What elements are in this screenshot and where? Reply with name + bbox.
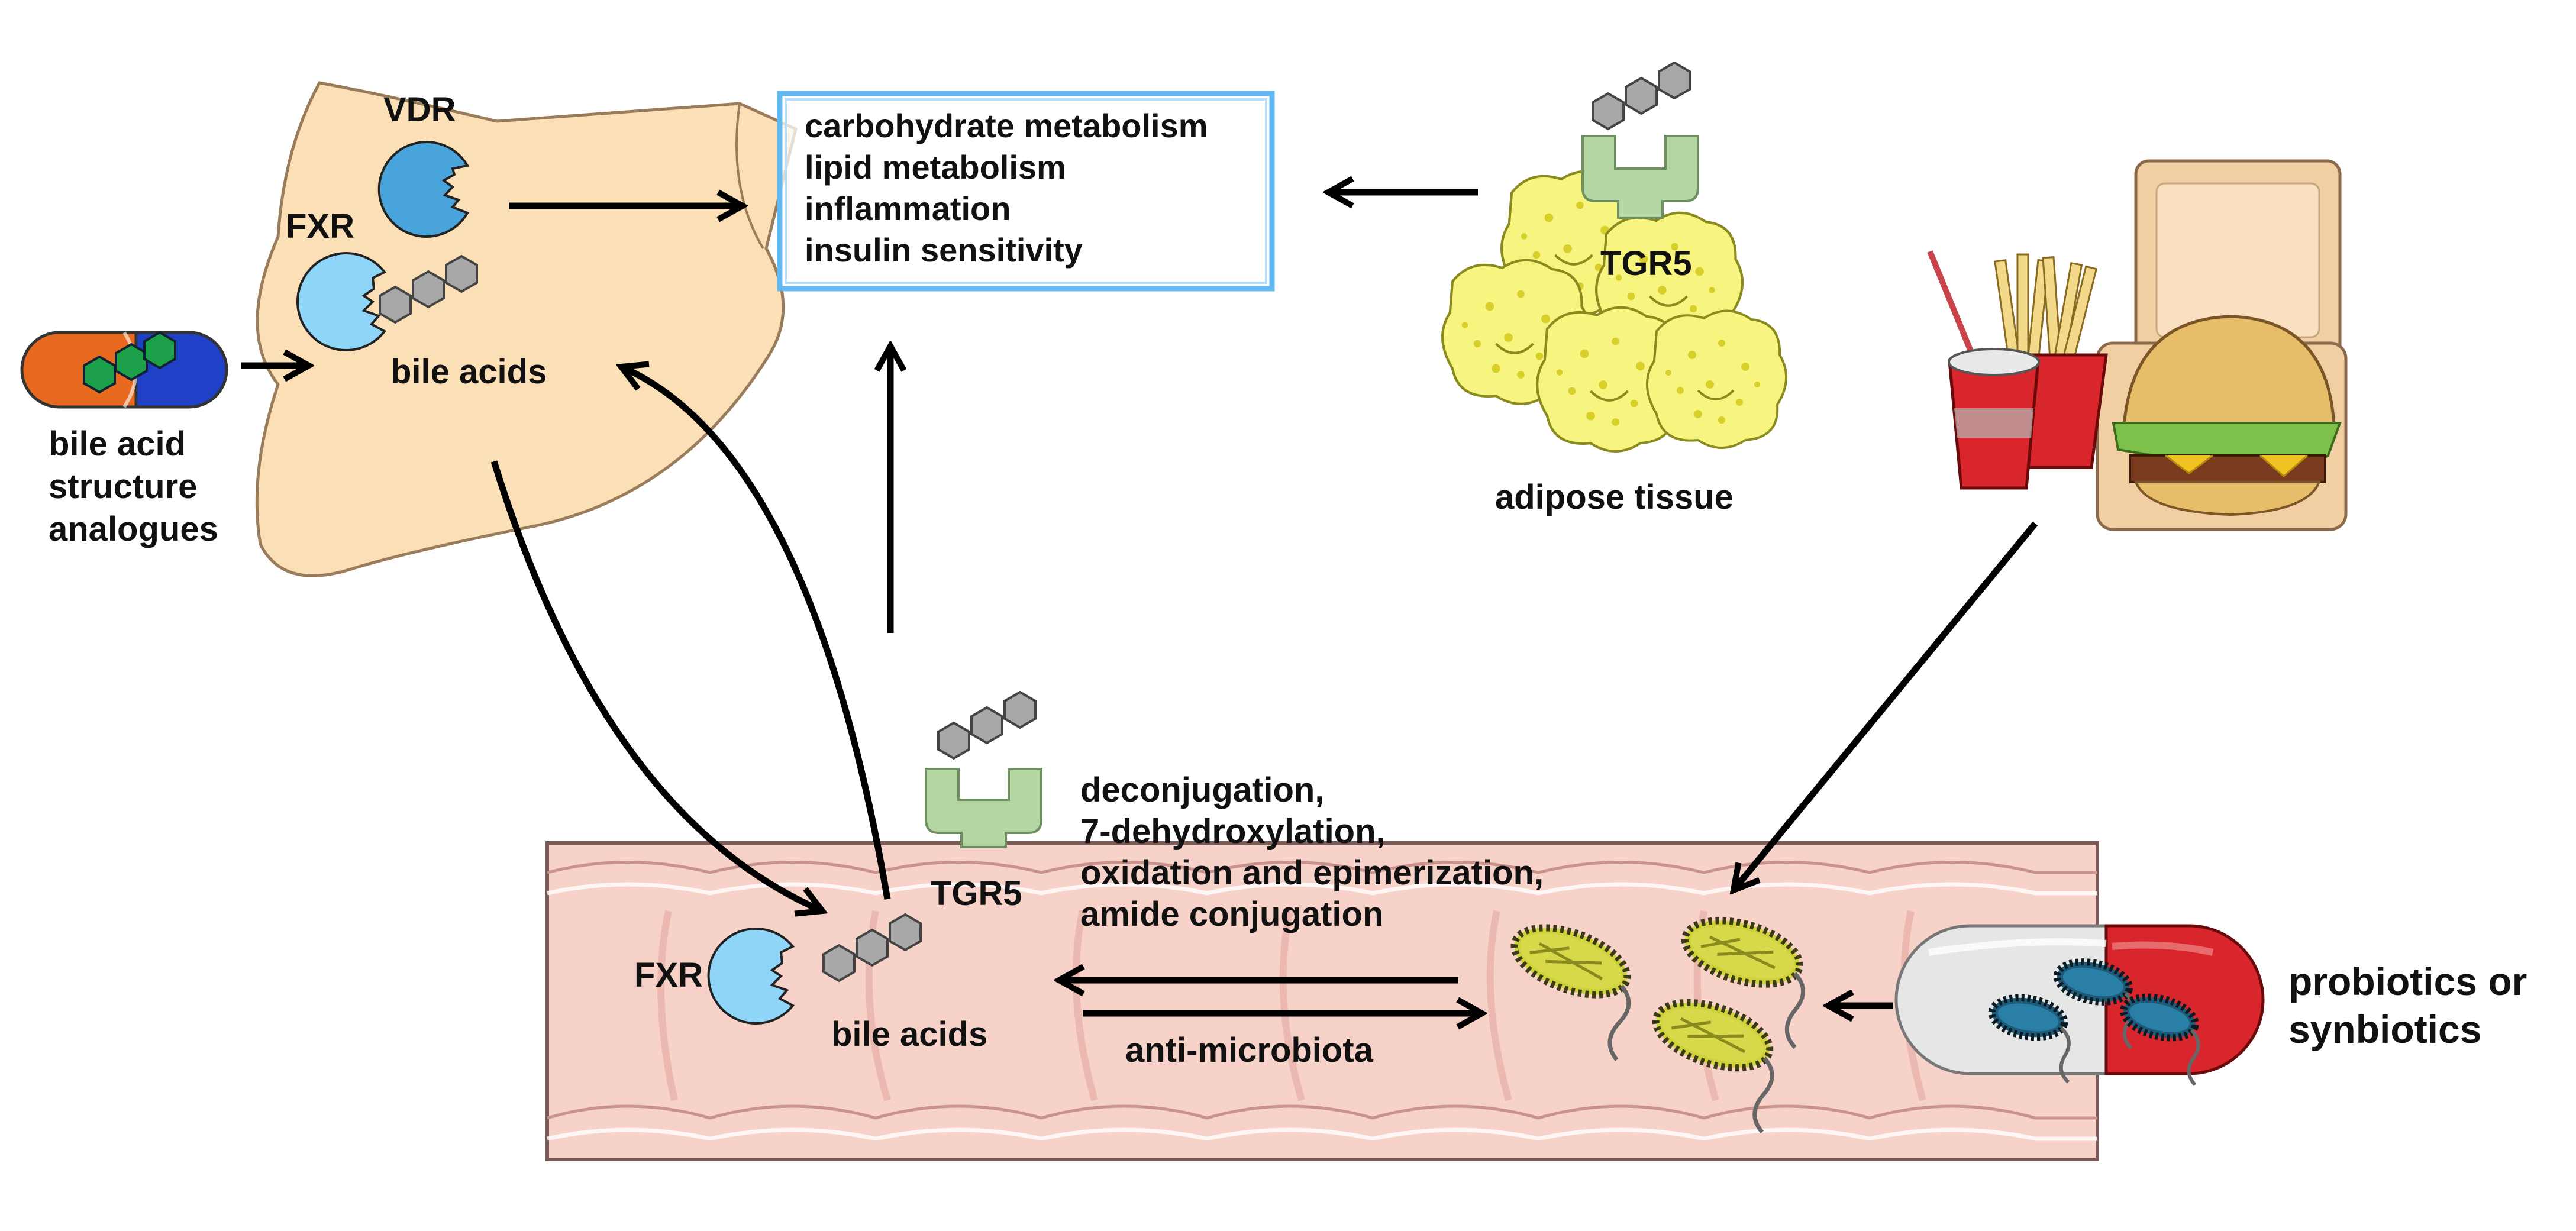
anti-microbiota-label: anti-microbiota — [1125, 1031, 1374, 1070]
liver-fxr-label: FXR — [286, 207, 354, 245]
effect-lipid-metabolism: lipid metabolism — [805, 148, 1066, 186]
adipose-tgr5-label: TGR5 — [1600, 244, 1692, 283]
fxr-receptor-icon — [296, 252, 387, 351]
adipose-tissue-label: adipose tissue — [1495, 478, 1734, 516]
vdr-receptor-icon — [377, 141, 470, 238]
fast-food-icon — [1927, 159, 2348, 531]
intestine-tgr5-bile-acid-hexagons-icon — [937, 691, 1037, 760]
analogues-label-line-3: analogues — [49, 510, 218, 548]
effect-carbohydrate-metabolism: carbohydrate metabolism — [805, 107, 1208, 144]
probiotic-capsule-icon — [1894, 924, 2265, 1085]
adipose-tissue-icon — [1442, 172, 1788, 451]
process-line-1: deconjugation, — [1080, 771, 1324, 809]
intestine-fxr-label: FXR — [634, 956, 703, 994]
intestine-fxr-receptor-icon — [707, 928, 795, 1025]
probiotics-label-line-1: probiotics or — [2288, 959, 2527, 1003]
process-line-4: amide conjugation — [1080, 895, 1383, 933]
arrow-diet-to-microbiota — [1734, 521, 2038, 890]
adipose-bile-acid-hexagons-icon — [1592, 62, 1691, 130]
analogues-label-line-2: structure — [49, 467, 197, 506]
process-line-2: 7-dehydroxylation, — [1080, 812, 1386, 851]
liver-bile-acids-label: bile acids — [390, 353, 547, 391]
arrow-liver-to-intestine — [490, 460, 822, 911]
effects-box — [777, 91, 1275, 292]
analogue-pill-icon — [20, 331, 228, 409]
adipose-tgr5-receptor-icon — [1581, 135, 1699, 219]
analogues-label-line-1: bile acid — [49, 425, 186, 463]
effect-inflammation: inflammation — [805, 190, 1011, 227]
intestine-tgr5-label: TGR5 — [931, 874, 1022, 913]
arrow-intestine-to-liver — [621, 367, 891, 900]
intestine-tgr5-receptor-icon — [925, 768, 1042, 848]
vdr-label: VDR — [383, 91, 456, 129]
intestine-bile-acids-label: bile acids — [831, 1015, 987, 1054]
effect-insulin-sensitivity: insulin sensitivity — [805, 231, 1083, 269]
arrows — [241, 192, 2038, 1013]
probiotics-label-line-2: synbiotics — [2288, 1007, 2481, 1051]
process-line-3: oxidation and epimerization, — [1080, 854, 1544, 892]
